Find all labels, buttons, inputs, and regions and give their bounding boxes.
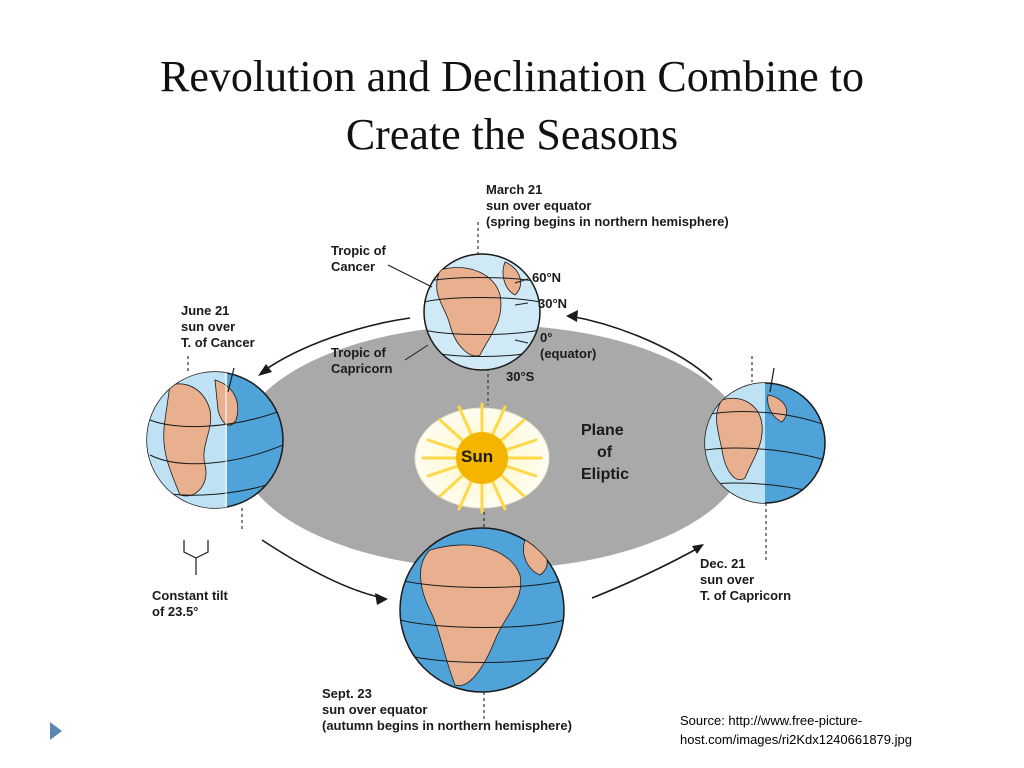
globe-march <box>423 253 541 371</box>
title-line-1: Revolution and Declination Combine to <box>160 52 864 101</box>
orbit-arrow-bottom-left <box>261 539 384 599</box>
arrowhead-dec <box>692 544 704 554</box>
latitude-60n-label: 60°N <box>532 270 562 285</box>
slide-title: Revolution and Declination Combine to Cr… <box>60 48 964 164</box>
arrowhead-sept <box>375 593 388 605</box>
sept-label: Sept. 23 sun over equator (autumn begins… <box>322 686 572 733</box>
june-label: June 21 sun over T. of Cancer <box>181 303 255 350</box>
sun <box>414 402 550 514</box>
orbit-arrow-top-left <box>261 317 411 373</box>
latitude-30s-label: 30°S <box>506 369 535 384</box>
bullet-triangle-icon <box>50 722 62 740</box>
tropic-of-capricorn-label: Tropic of Capricorn <box>331 345 393 376</box>
march-label: March 21 sun over equator (spring begins… <box>486 182 729 229</box>
tilt-bracket <box>183 540 209 559</box>
constant-tilt-label: Constant tilt of 23.5° <box>152 588 228 619</box>
axis-guides <box>187 222 767 722</box>
title-line-2: Create the Seasons <box>345 110 679 159</box>
latitude-equator-label: 0° (equator) <box>540 330 597 361</box>
latitude-30n-label: 30°N <box>538 296 568 311</box>
plane-of-ecliptic-label: Plane of Eliptic <box>581 422 630 483</box>
orbit-arrows <box>261 315 713 599</box>
tropic-of-cancer-label: Tropic of Cancer <box>331 243 386 274</box>
orbit-arrow-top-right <box>569 315 713 381</box>
sun-core <box>456 432 508 484</box>
source-citation: Source: http://www.free-picture- host.co… <box>680 713 912 747</box>
sun-label: Sun <box>461 447 494 466</box>
arrow-heads <box>258 310 704 605</box>
globe-sept <box>399 527 565 693</box>
orbit-arrow-bottom-right <box>591 546 701 599</box>
globe-dec <box>704 367 826 504</box>
dec-label: Dec. 21 sun over T. of Capricorn <box>700 556 792 603</box>
arrowhead-june <box>258 364 272 376</box>
leader-lines <box>387 264 529 361</box>
arrowhead-march <box>566 310 578 322</box>
